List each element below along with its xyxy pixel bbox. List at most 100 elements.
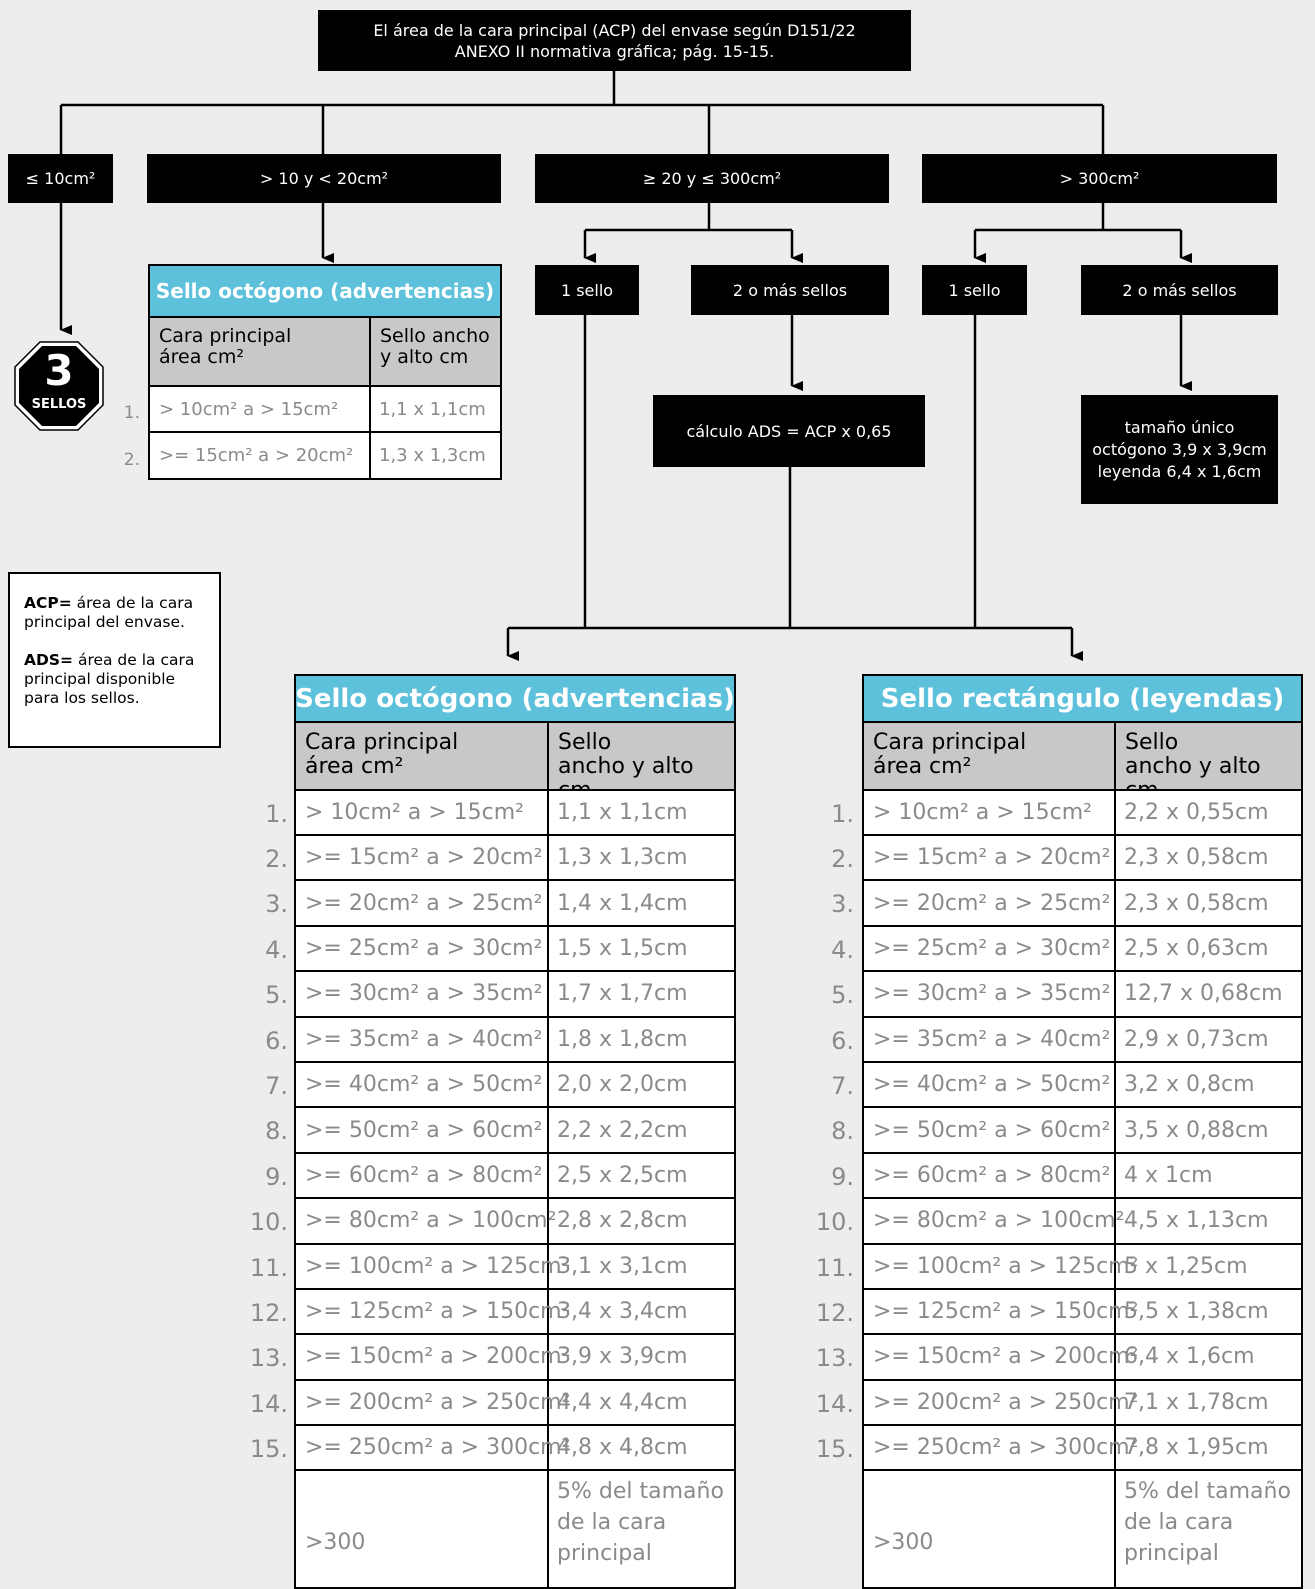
small-table-col2-header: Sello ancho y alto cm [371, 318, 500, 385]
row-number: 5. [831, 981, 854, 1010]
badge-number: 3 [44, 346, 74, 395]
acp-title-line1: El área de la cara principal (ACP) del e… [373, 20, 856, 40]
one-seal-box-a: 1 sello [535, 265, 639, 315]
size-cell-line: 5% del tamaño [557, 1479, 724, 1505]
octagon-col2-line1: Sello [558, 730, 612, 755]
size-cell: 2,0 x 2,0cm [557, 1072, 688, 1098]
row-number: 1. [831, 799, 854, 828]
table-row: >= 60cm² a > 80cm² 2,5 x 2,5cm [296, 1151, 734, 1198]
octagon-col2-line2: ancho y alto cm [558, 754, 694, 803]
row-number: 6. [265, 1026, 288, 1055]
legend-ads-key: ADS= [24, 651, 74, 669]
row-number: 3. [831, 890, 854, 919]
area-cell: >= 15cm² a > 20cm² [296, 836, 549, 880]
area-cell: >= 20cm² a > 25cm² [296, 881, 549, 925]
size-cell-line: 5% del tamaño [1124, 1479, 1291, 1505]
row-number: 4. [265, 935, 288, 964]
area-cell: >= 60cm² a > 80cm² [296, 1153, 549, 1198]
legend-acp-text: área de la cara principal del envase. [24, 594, 194, 631]
area-cell: >= 35cm² a > 40cm² [296, 1017, 549, 1061]
row-number: 2. [831, 845, 854, 874]
row-number: 9. [831, 1162, 854, 1191]
row-number: 11. [815, 1253, 854, 1282]
size-cell: 2,5 x 2,5cm [557, 1162, 688, 1188]
area-cell: >= 80cm² a > 100cm² [296, 1199, 556, 1243]
area-cell: >300 [873, 1530, 934, 1556]
size-cell: 1,7 x 1,7cm [557, 981, 688, 1007]
unique-size-line3: leyenda 6,4 x 1,6cm [1097, 461, 1262, 481]
unique-size-line2: octógono 3,9 x 3,9cm [1092, 439, 1267, 459]
area-cell: > 10cm² a > 15cm² [864, 791, 1116, 834]
size-cell-line: de la cara [557, 1510, 667, 1536]
size-cell: 3,1 x 3,1cm [557, 1253, 688, 1279]
table-row-gt-300: >300 5% del tamaño de la cara principal [864, 1469, 1301, 1589]
size-cell: 2,5 x 0,63cm [1124, 935, 1269, 961]
size-cell-line: principal [1124, 1541, 1219, 1567]
octagon-col1-line2: área cm² [305, 754, 404, 780]
size-cell: 1,3 x 1,3cm [379, 445, 486, 466]
area-cell: >= 150cm² a > 200cm² [296, 1335, 570, 1379]
row-number: 10. [815, 1208, 854, 1237]
row-number: 14. [815, 1389, 854, 1418]
octagon-table-header: Cara principal área cm² Sello ancho y al… [294, 721, 736, 803]
size-cell: 5% del tamaño de la cara principal [1116, 1471, 1291, 1589]
row-number: 4. [831, 935, 854, 964]
area-cell: >= 250cm² a > 300cm² [864, 1426, 1138, 1470]
size-cell: 2,9 x 0,73cm [1124, 1026, 1269, 1052]
size-cell-line: de la cara [1124, 1510, 1234, 1536]
row-number: 12. [249, 1298, 288, 1327]
acp-title-line2: ANEXO II normativa gráfica; pág. 15-15. [454, 41, 775, 61]
row-number: 9. [265, 1162, 288, 1191]
rect-col2-line2: ancho y alto cm [1125, 754, 1261, 803]
small-table-header: Cara principal área cm² Sello ancho y al… [148, 316, 502, 385]
size-cell: 5 x 1,25cm [1124, 1253, 1248, 1279]
area-cell: >= 100cm² a > 125cm² [296, 1244, 570, 1288]
row-number: 6. [831, 1026, 854, 1055]
size-cell: 4 x 1cm [1124, 1162, 1213, 1188]
area-cell: >= 50cm² a > 60cm² [864, 1108, 1116, 1152]
row-number: 1. [123, 402, 140, 423]
area-cell: > 10cm² a > 15cm² [150, 387, 371, 431]
octagon-row-numbers: 1.2.3.4.5.6.7.8.9.10.11.12.13.14.15. [236, 791, 288, 1472]
row-number: 7. [265, 1072, 288, 1101]
size-cell: 2,2 x 0,55cm [1124, 800, 1269, 825]
area-cell: >= 125cm² a > 150cm² [864, 1289, 1138, 1334]
badge-label: SELLOS [31, 397, 87, 412]
area-cell: >= 40cm² a > 50cm² [296, 1062, 549, 1107]
rect-col1-line2: área cm² [873, 754, 972, 780]
row-number: 3. [265, 890, 288, 919]
area-cell: >300 [305, 1530, 366, 1556]
row-number: 2. [123, 449, 140, 470]
row-number: 13. [815, 1344, 854, 1373]
octagon-col1-line1: Cara principal [305, 730, 459, 755]
table-row: >= 15cm² a > 20cm² 1,3 x 1,3cm [150, 431, 500, 478]
size-cell: 4,5 x 1,13cm [1124, 1208, 1269, 1234]
unique-size-line1: tamaño único [1124, 417, 1235, 437]
size-cell: 4,4 x 4,4cm [557, 1389, 688, 1415]
unique-size-box: tamaño único octógono 3,9 x 3,9cm leyend… [1081, 395, 1278, 504]
area-cell: >= 20cm² a > 25cm² [864, 881, 1116, 925]
two-seals-box-a: 2 o más sellos [691, 265, 889, 315]
rect-row-numbers: 1.2.3.4.5.6.7.8.9.10.11.12.13.14.15. [800, 791, 854, 1472]
rect-col1-header: Cara principal área cm² [864, 723, 1116, 789]
small-table-col1-header: Cara principal área cm² [150, 318, 371, 385]
area-cell: > 10cm² a > 15cm² [296, 791, 549, 834]
